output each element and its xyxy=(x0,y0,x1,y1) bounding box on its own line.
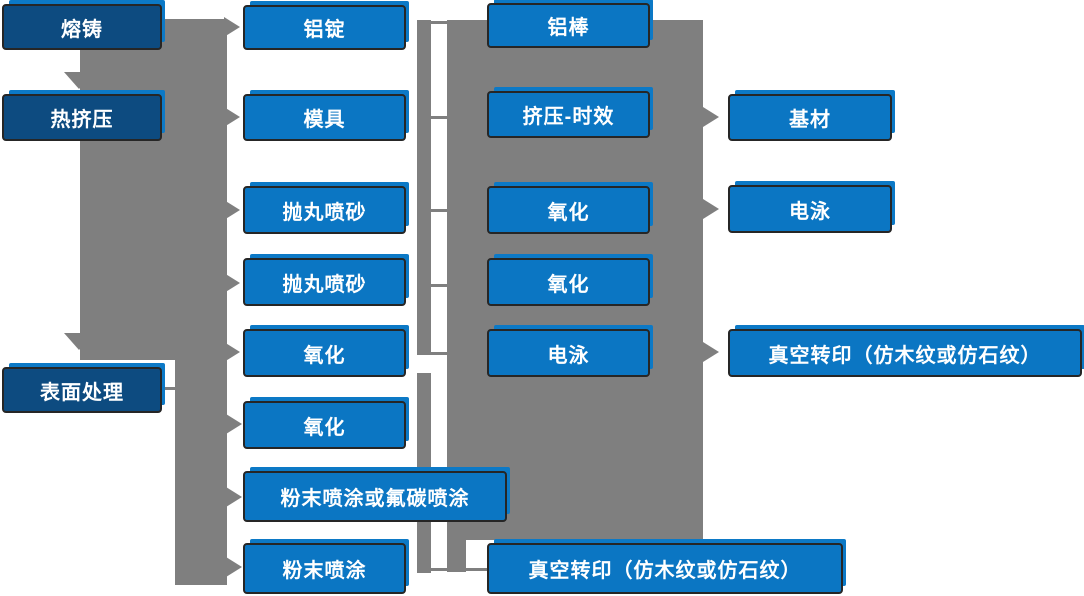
arrow-to-mold-icon xyxy=(224,107,240,127)
bridge-row3 xyxy=(430,209,448,212)
node-oxidation-c2-1: 氧化 xyxy=(243,329,406,377)
connector-band-surface-branch xyxy=(175,358,227,585)
node-shot-blast-1-label: 抛丸喷砂 xyxy=(282,201,367,224)
arrow-to-surface-treatment-icon xyxy=(64,333,94,350)
connector-stub-surface-treatment xyxy=(158,387,178,390)
node-vacuum-transfer-bottom-label: 真空转印（仿木纹或仿石纹） xyxy=(528,560,802,582)
node-shot-blast-2-label: 抛丸喷砂 xyxy=(282,273,367,296)
arrow-to-electrophoresis-icon xyxy=(703,199,719,219)
node-extrusion-aging: 挤压-时效 xyxy=(487,91,650,138)
node-powder-coating: 粉末喷涂 xyxy=(243,543,406,594)
node-al-ingot: 铝锭 xyxy=(243,5,406,50)
bridge-row1 xyxy=(430,21,448,24)
arrow-to-al-ingot-icon xyxy=(224,17,240,37)
node-base-material-label: 基材 xyxy=(789,109,831,131)
node-hot-extrusion: 热挤压 xyxy=(2,94,162,141)
arrow-to-powder-coating-icon xyxy=(226,557,242,577)
arrow-melting-to-hot-extrusion-icon xyxy=(64,72,94,89)
node-vacuum-transfer-bottom: 真空转印（仿木纹或仿石纹） xyxy=(487,543,843,594)
node-base-material: 基材 xyxy=(728,94,892,141)
node-powder-or-fluorocarbon-label: 粉末喷涂或氟碳喷涂 xyxy=(280,488,470,510)
node-powder-coating-label: 粉末喷涂 xyxy=(282,560,367,582)
node-powder-or-fluorocarbon: 粉末喷涂或氟碳喷涂 xyxy=(243,471,507,522)
bridge-row4 xyxy=(430,284,448,287)
node-oxidation-c3-1-label: 氧化 xyxy=(547,201,590,224)
node-shot-blast-1: 抛丸喷砂 xyxy=(243,186,406,234)
bridge-row2 xyxy=(430,116,448,119)
node-mold-label: 模具 xyxy=(303,109,346,131)
arrow-to-base-material-icon xyxy=(703,107,719,127)
connector-trunk-left xyxy=(80,19,227,360)
node-mold: 模具 xyxy=(243,94,406,141)
arrow-to-oxidation-2-icon xyxy=(226,414,242,434)
node-electrophoresis-c3: 电泳 xyxy=(487,329,650,377)
node-oxidation-c2-2: 氧化 xyxy=(243,401,406,449)
bridge-row5 xyxy=(430,352,448,355)
node-oxidation-c2-1-label: 氧化 xyxy=(303,344,346,367)
arrow-to-vacuum-transfer-icon xyxy=(703,342,719,362)
node-hot-extrusion-label: 热挤压 xyxy=(50,109,114,131)
node-melting: 熔铸 xyxy=(2,4,162,50)
node-vacuum-transfer-right: 真空转印（仿木纹或仿石纹） xyxy=(728,329,1082,377)
node-al-rod: 铝棒 xyxy=(487,3,650,48)
node-extrusion-aging-label: 挤压-时效 xyxy=(522,106,615,128)
node-oxidation-c3-2-label: 氧化 xyxy=(547,273,590,296)
arrow-to-oxidation-1-icon xyxy=(224,342,240,362)
node-shot-blast-2: 抛丸喷砂 xyxy=(243,258,406,306)
node-surface-treatment-label: 表面处理 xyxy=(40,381,124,404)
node-vacuum-transfer-right-label: 真空转印（仿木纹或仿石纹） xyxy=(768,344,1042,367)
node-melting-label: 熔铸 xyxy=(61,18,103,41)
node-electrophoresis-c4: 电泳 xyxy=(728,185,892,233)
connector-band-mid-upper xyxy=(417,20,431,355)
node-electrophoresis-c3-label: 电泳 xyxy=(547,344,590,367)
node-al-ingot-label: 铝锭 xyxy=(303,19,346,41)
arrow-to-shot-blast-1-icon xyxy=(224,200,240,220)
bridge-row8 xyxy=(430,568,487,571)
node-oxidation-c2-2-label: 氧化 xyxy=(303,416,346,439)
connector-stub-bottom xyxy=(447,538,466,572)
arrow-to-shot-blast-2-icon xyxy=(224,273,240,293)
node-oxidation-c3-2: 氧化 xyxy=(487,258,650,306)
node-electrophoresis-c4-label: 电泳 xyxy=(789,200,831,223)
node-al-rod-label: 铝棒 xyxy=(547,17,590,39)
node-oxidation-c3-1: 氧化 xyxy=(487,186,650,234)
node-surface-treatment: 表面处理 xyxy=(2,367,162,413)
arrow-to-powder-fluorocarbon-icon xyxy=(226,487,242,507)
